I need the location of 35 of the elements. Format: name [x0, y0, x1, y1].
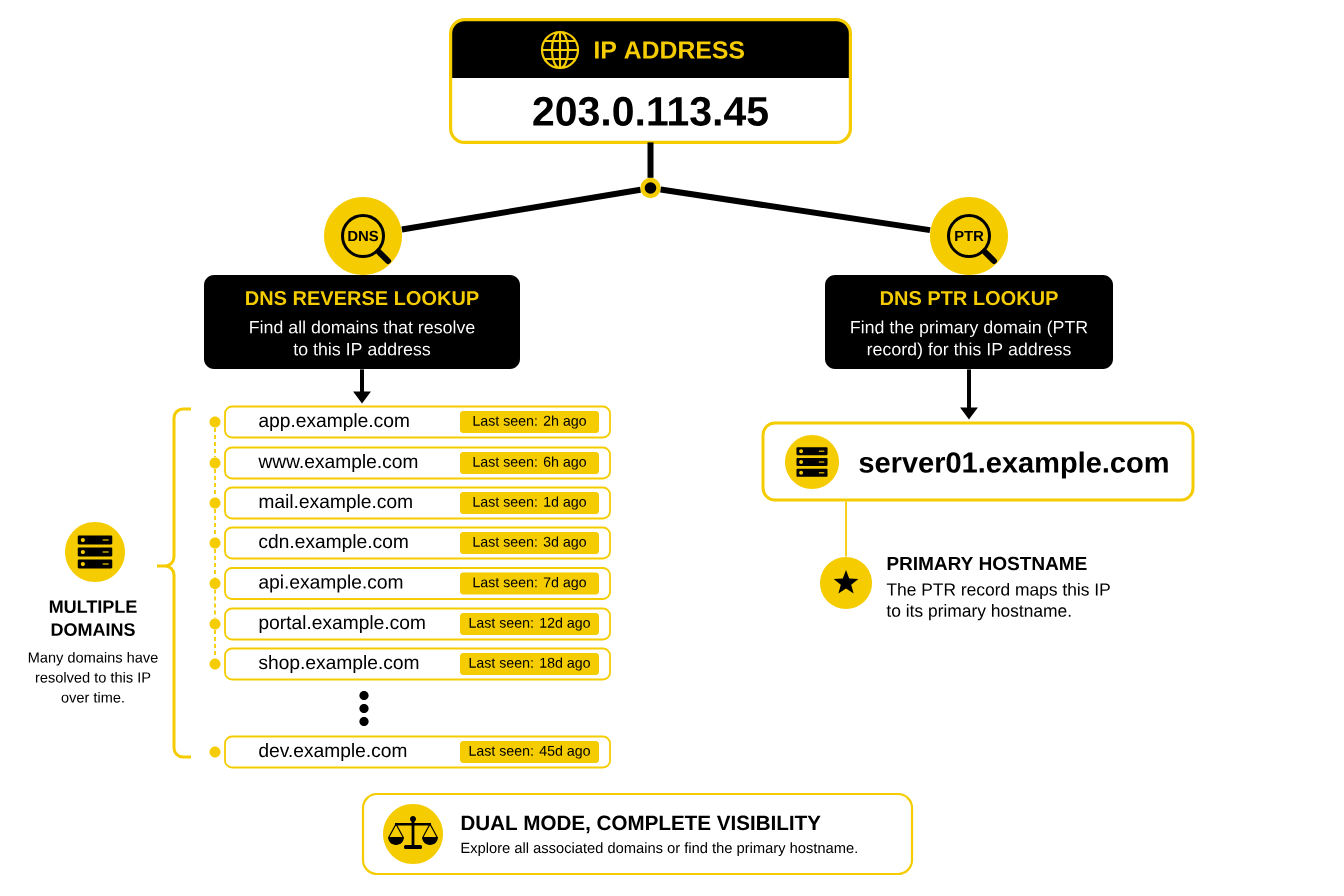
last-seen-badge: Last seen: 2h ago — [460, 411, 599, 433]
caption-heading: MULTIPLE DOMAINS — [49, 600, 137, 636]
last-seen-badge: Last seen: 18d ago — [460, 653, 599, 675]
domain-row: dev.example.com Last seen: 45d ago — [224, 735, 611, 769]
caption-text: The PTR record maps this IP to its primary hostname. — [886, 582, 1110, 621]
domain-row: mail.example.com Last seen: 1d ago — [224, 486, 611, 520]
connector-line — [845, 500, 847, 558]
last-seen-badge: Last seen: 45d ago — [460, 741, 599, 763]
lookup-badge: DNS — [324, 197, 402, 275]
connector-line — [660, 186, 931, 234]
domain-row: portal.example.com Last seen: 12d ago — [224, 607, 611, 641]
last-seen-badge: Last seen: 12d ago — [460, 613, 599, 635]
junction-dot — [640, 177, 661, 199]
connector-line — [401, 186, 641, 233]
last-seen-badge: Last seen: 1d ago — [460, 492, 599, 514]
caption-heading: PRIMARY HOSTNAME — [887, 556, 1087, 571]
summary-box: DUAL MODE, COMPLETE VISIBILITY Explore all associated domains or find the primary hostname. — [361, 792, 914, 876]
last-seen-badge: Last seen: 3d ago — [460, 532, 599, 554]
last-seen-badge: Last seen: 7d ago — [460, 572, 599, 595]
domain-row: shop.example.com Last seen: 18d ago — [224, 647, 611, 681]
domain-row: www.example.com Last seen: 6h ago — [224, 446, 611, 480]
address-card: IP ADDRESS 203.0.113.45 — [449, 18, 852, 144]
domain-row: api.example.com Last seen: 7d ago — [224, 567, 611, 600]
connector-line — [647, 142, 654, 178]
hostname-box: server01.example.com — [761, 421, 1195, 502]
dashed-line — [214, 427, 216, 458]
lookup-box: DNS PTR LOOKUP Find the primary domain (PTR record) for this IP address — [825, 275, 1113, 369]
dashed-line — [214, 588, 216, 619]
dashed-line — [214, 548, 216, 579]
last-seen-badge: Last seen: 6h ago — [460, 452, 599, 474]
lookup-badge: PTR — [930, 197, 1008, 275]
lookup-box: DNS REVERSE LOOKUP Find all domains that resolve to this IP address — [204, 275, 520, 369]
caption-text: Many domains have resolved to this IP over time. — [28, 651, 158, 703]
domain-row: app.example.com Last seen: 2h ago — [224, 405, 611, 439]
domain-row: cdn.example.com Last seen: 3d ago — [224, 526, 611, 560]
